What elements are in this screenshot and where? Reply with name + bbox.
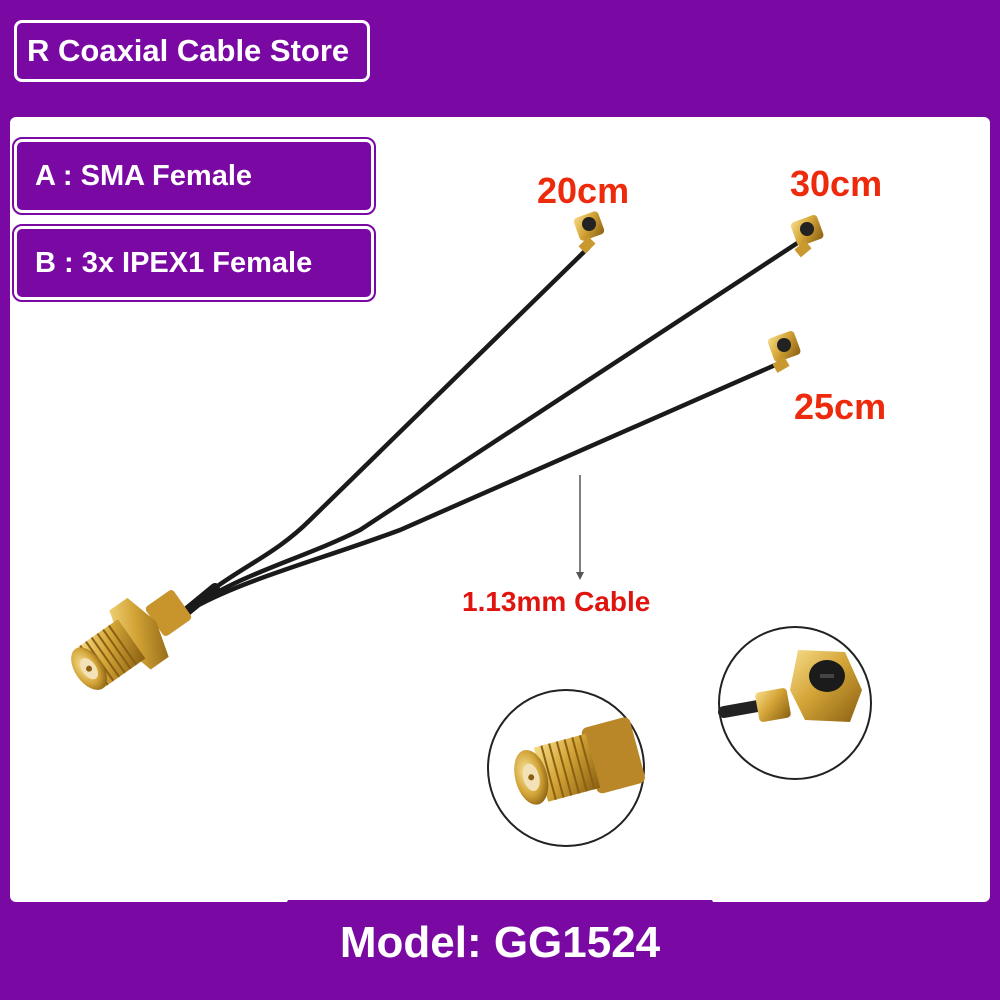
- cable-pointer-arrow: [576, 475, 584, 580]
- sma-detail-circle: [487, 689, 645, 847]
- length-label-25cm: 25cm: [794, 386, 887, 427]
- ipex-connector-25cm: [767, 331, 801, 373]
- sma-connector: [71, 590, 192, 690]
- cable-20cm: [183, 245, 591, 615]
- ipex-connector-30cm: [790, 215, 824, 258]
- store-name-badge: R Coaxial Cable Store: [14, 20, 370, 82]
- model-number: Model: GG1524: [339, 918, 661, 967]
- store-name: R Coaxial Cable Store: [27, 33, 350, 68]
- length-label-30cm: 30cm: [790, 163, 883, 204]
- length-label-20cm: 20cm: [537, 170, 630, 211]
- model-banner: [235, 900, 765, 1000]
- spec-b-label: B : 3x IPEX1 Female: [35, 247, 313, 279]
- cable-type-label: 1.13mm Cable: [462, 586, 651, 617]
- ipex-detail-circle: [718, 626, 872, 780]
- spec-connector-b: B : 3x IPEX1 Female: [12, 224, 376, 302]
- spec-connector-a: A : SMA Female: [12, 137, 376, 215]
- ipex-connector-20cm: [573, 211, 605, 254]
- cable-25cm: [183, 359, 785, 615]
- spec-a-label: A : SMA Female: [35, 160, 253, 192]
